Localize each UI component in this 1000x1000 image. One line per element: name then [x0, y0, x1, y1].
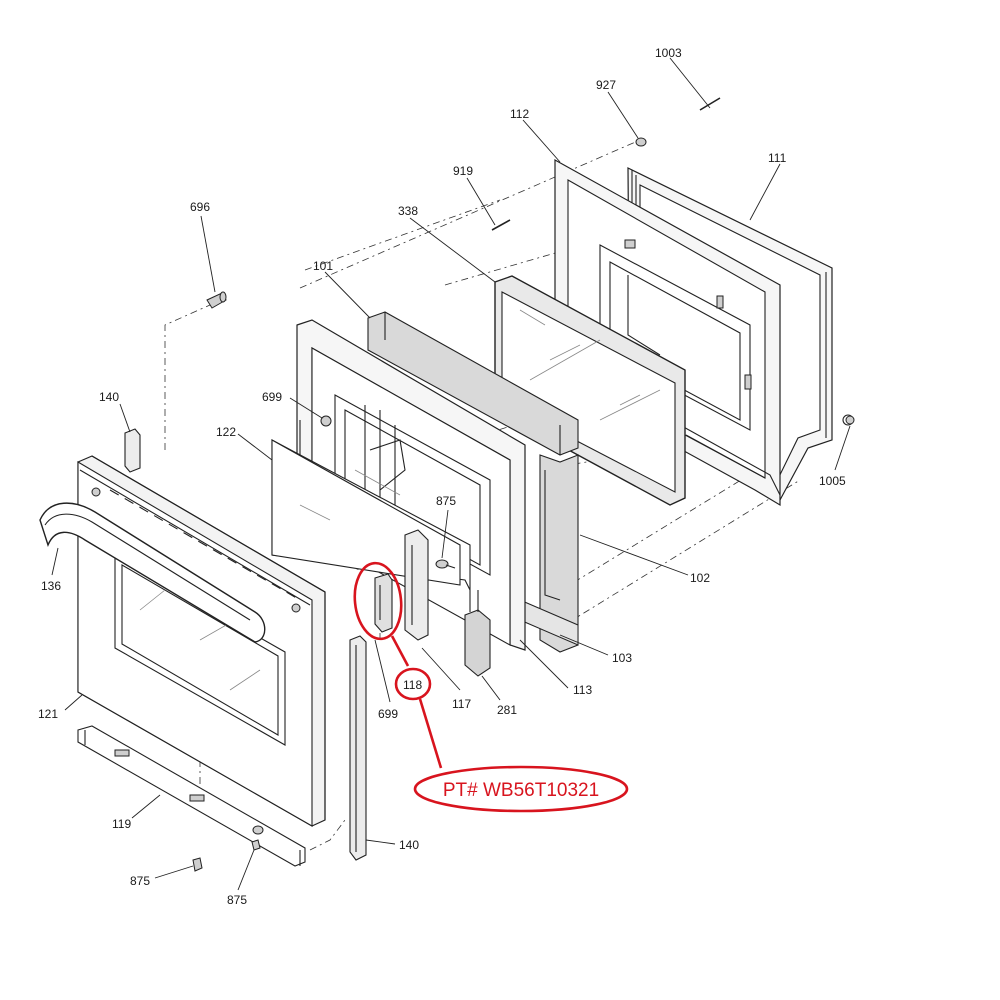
- part-1005-screw: [845, 415, 855, 425]
- label-140-upper: 140: [99, 390, 119, 404]
- part-875-screw-bottom-left: [192, 857, 203, 872]
- callout-bubble: [413, 765, 629, 813]
- part-338-glass-window: [494, 275, 686, 506]
- callout-part-number: PT# WB56T10321: [443, 780, 599, 801]
- part-875-screw-upper: [435, 559, 456, 569]
- label-281: 281: [497, 703, 517, 717]
- label-699-upper: 699: [262, 390, 282, 404]
- label-1005: 1005: [819, 474, 846, 488]
- part-927-washer: [635, 137, 647, 147]
- label-875-bottom-left: 875: [130, 874, 150, 888]
- part-875-screw-bottom-right: [251, 839, 261, 851]
- label-113: 113: [573, 683, 592, 697]
- part-136-door-handle: [39, 502, 266, 643]
- label-875-bottom-right: 875: [227, 893, 247, 907]
- part-1003-pin: [699, 97, 721, 111]
- label-140-lower: 140: [399, 838, 419, 852]
- part-919-pin: [491, 219, 511, 231]
- part-labels: 1003 927 112 111 919 338 696 101 699 140…: [38, 46, 846, 907]
- label-121: 121: [38, 707, 58, 721]
- label-338: 338: [398, 204, 418, 218]
- part-119-bottom-trim: [77, 725, 306, 867]
- label-927: 927: [596, 78, 616, 92]
- label-102: 102: [690, 571, 710, 585]
- label-1003: 1003: [655, 46, 682, 60]
- label-101: 101: [313, 259, 333, 273]
- label-117: 117: [452, 697, 471, 711]
- part-117-bracket: [404, 529, 429, 641]
- highlight-ellipse-part: [353, 561, 403, 641]
- part-118-bracket: [374, 573, 393, 633]
- label-112: 112: [510, 107, 529, 121]
- label-119: 119: [112, 817, 131, 831]
- part-103-insulation: [367, 311, 579, 653]
- part-140-side-trim-lower: [349, 635, 367, 861]
- label-103: 103: [612, 651, 632, 665]
- part-112-door-liner: [554, 158, 781, 507]
- part-696-screw: [206, 291, 227, 309]
- label-111: 111: [768, 151, 787, 165]
- label-118: 118: [403, 678, 422, 692]
- part-281-hinge: [464, 590, 491, 677]
- label-136: 136: [41, 579, 61, 593]
- highlight-callout: PT# WB56T10321: [353, 561, 629, 813]
- highlight-circle-118: [394, 667, 432, 701]
- label-699-lower: 699: [378, 707, 398, 721]
- part-140-side-trim-upper: [124, 428, 141, 473]
- label-696: 696: [190, 200, 210, 214]
- leader-lines: [51, 57, 851, 891]
- label-122: 122: [216, 425, 236, 439]
- label-875-upper: 875: [436, 494, 456, 508]
- label-919: 919: [453, 164, 473, 178]
